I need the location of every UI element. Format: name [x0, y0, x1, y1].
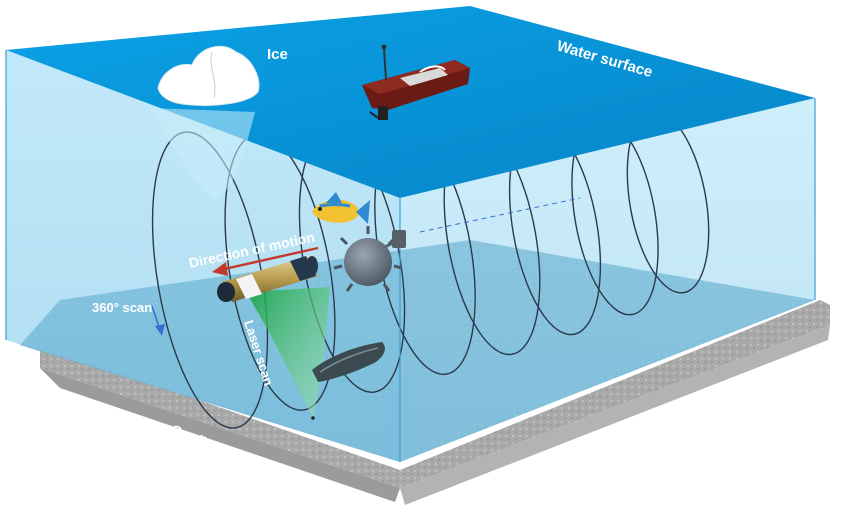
- iceberg-icon: [157, 45, 260, 106]
- direction-of-motion-arrow: [212, 246, 319, 276]
- submerged-ice: [150, 108, 255, 200]
- water-right-face: [400, 98, 815, 462]
- seafloor-block: [40, 300, 830, 505]
- label-ice: Ice: [267, 46, 288, 63]
- scan-axis-dashed: [419, 197, 581, 233]
- mine-icon: [333, 226, 406, 292]
- boat-icon: [362, 44, 470, 120]
- wreck-icon: [312, 342, 385, 382]
- scanner-vehicle-icon: [217, 256, 318, 302]
- scan-360-arrow: [151, 305, 165, 336]
- fish-icon: [312, 192, 370, 224]
- label-360-scan: 360° scan: [92, 300, 152, 315]
- laser-scan-fan: [246, 287, 330, 418]
